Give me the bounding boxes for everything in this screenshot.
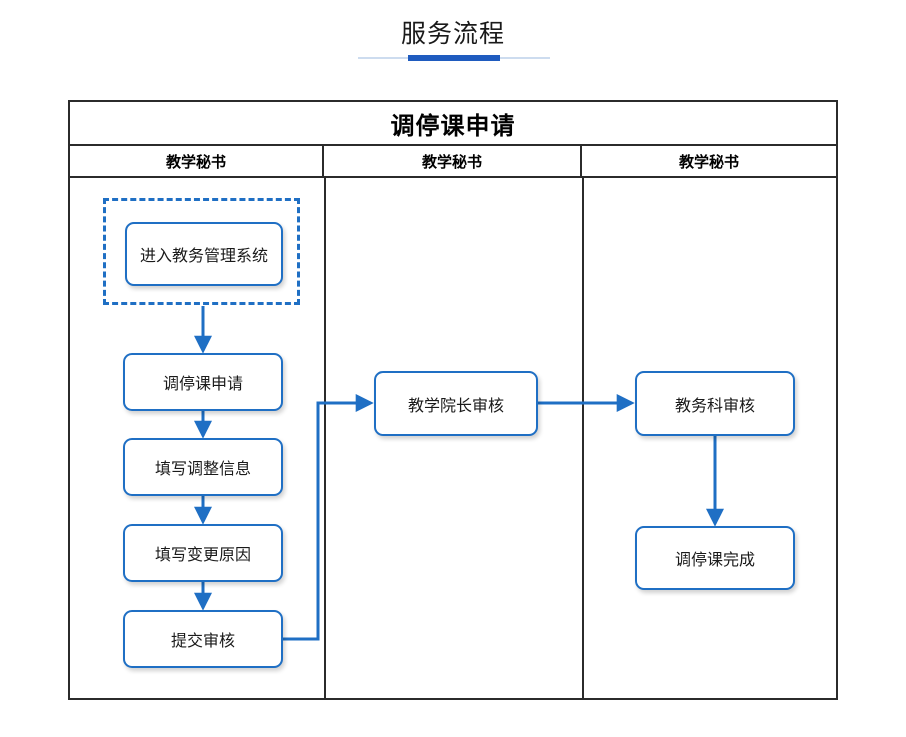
- flowchart-lane-header-row: 教学秘书 教学秘书 教学秘书: [70, 146, 836, 178]
- node-fill-adjust[interactable]: 填写调整信息: [123, 438, 283, 496]
- lane-header-1: 教学秘书: [70, 146, 324, 176]
- lane-header-2: 教学秘书: [324, 146, 582, 176]
- flowchart-title: 调停课申请: [390, 112, 516, 140]
- node-apply[interactable]: 调停课申请: [123, 353, 283, 411]
- lane-divider-1: [324, 178, 326, 698]
- title-underline-accent: [408, 55, 500, 61]
- flowchart-title-row: 调停课申请: [70, 102, 836, 146]
- node-complete[interactable]: 调停课完成: [635, 526, 795, 590]
- dashed-group-box: [103, 198, 300, 305]
- node-fill-reason[interactable]: 填写变更原因: [123, 524, 283, 582]
- page-title: 服务流程: [400, 20, 505, 48]
- node-dean-review[interactable]: 教学院长审核: [374, 371, 538, 436]
- node-submit-review[interactable]: 提交审核: [123, 610, 283, 668]
- lane-divider-2: [582, 178, 584, 698]
- node-enter-system[interactable]: 进入教务管理系统: [125, 222, 283, 286]
- node-affairs-review[interactable]: 教务科审核: [635, 371, 795, 436]
- lane-header-3: 教学秘书: [678, 153, 739, 171]
